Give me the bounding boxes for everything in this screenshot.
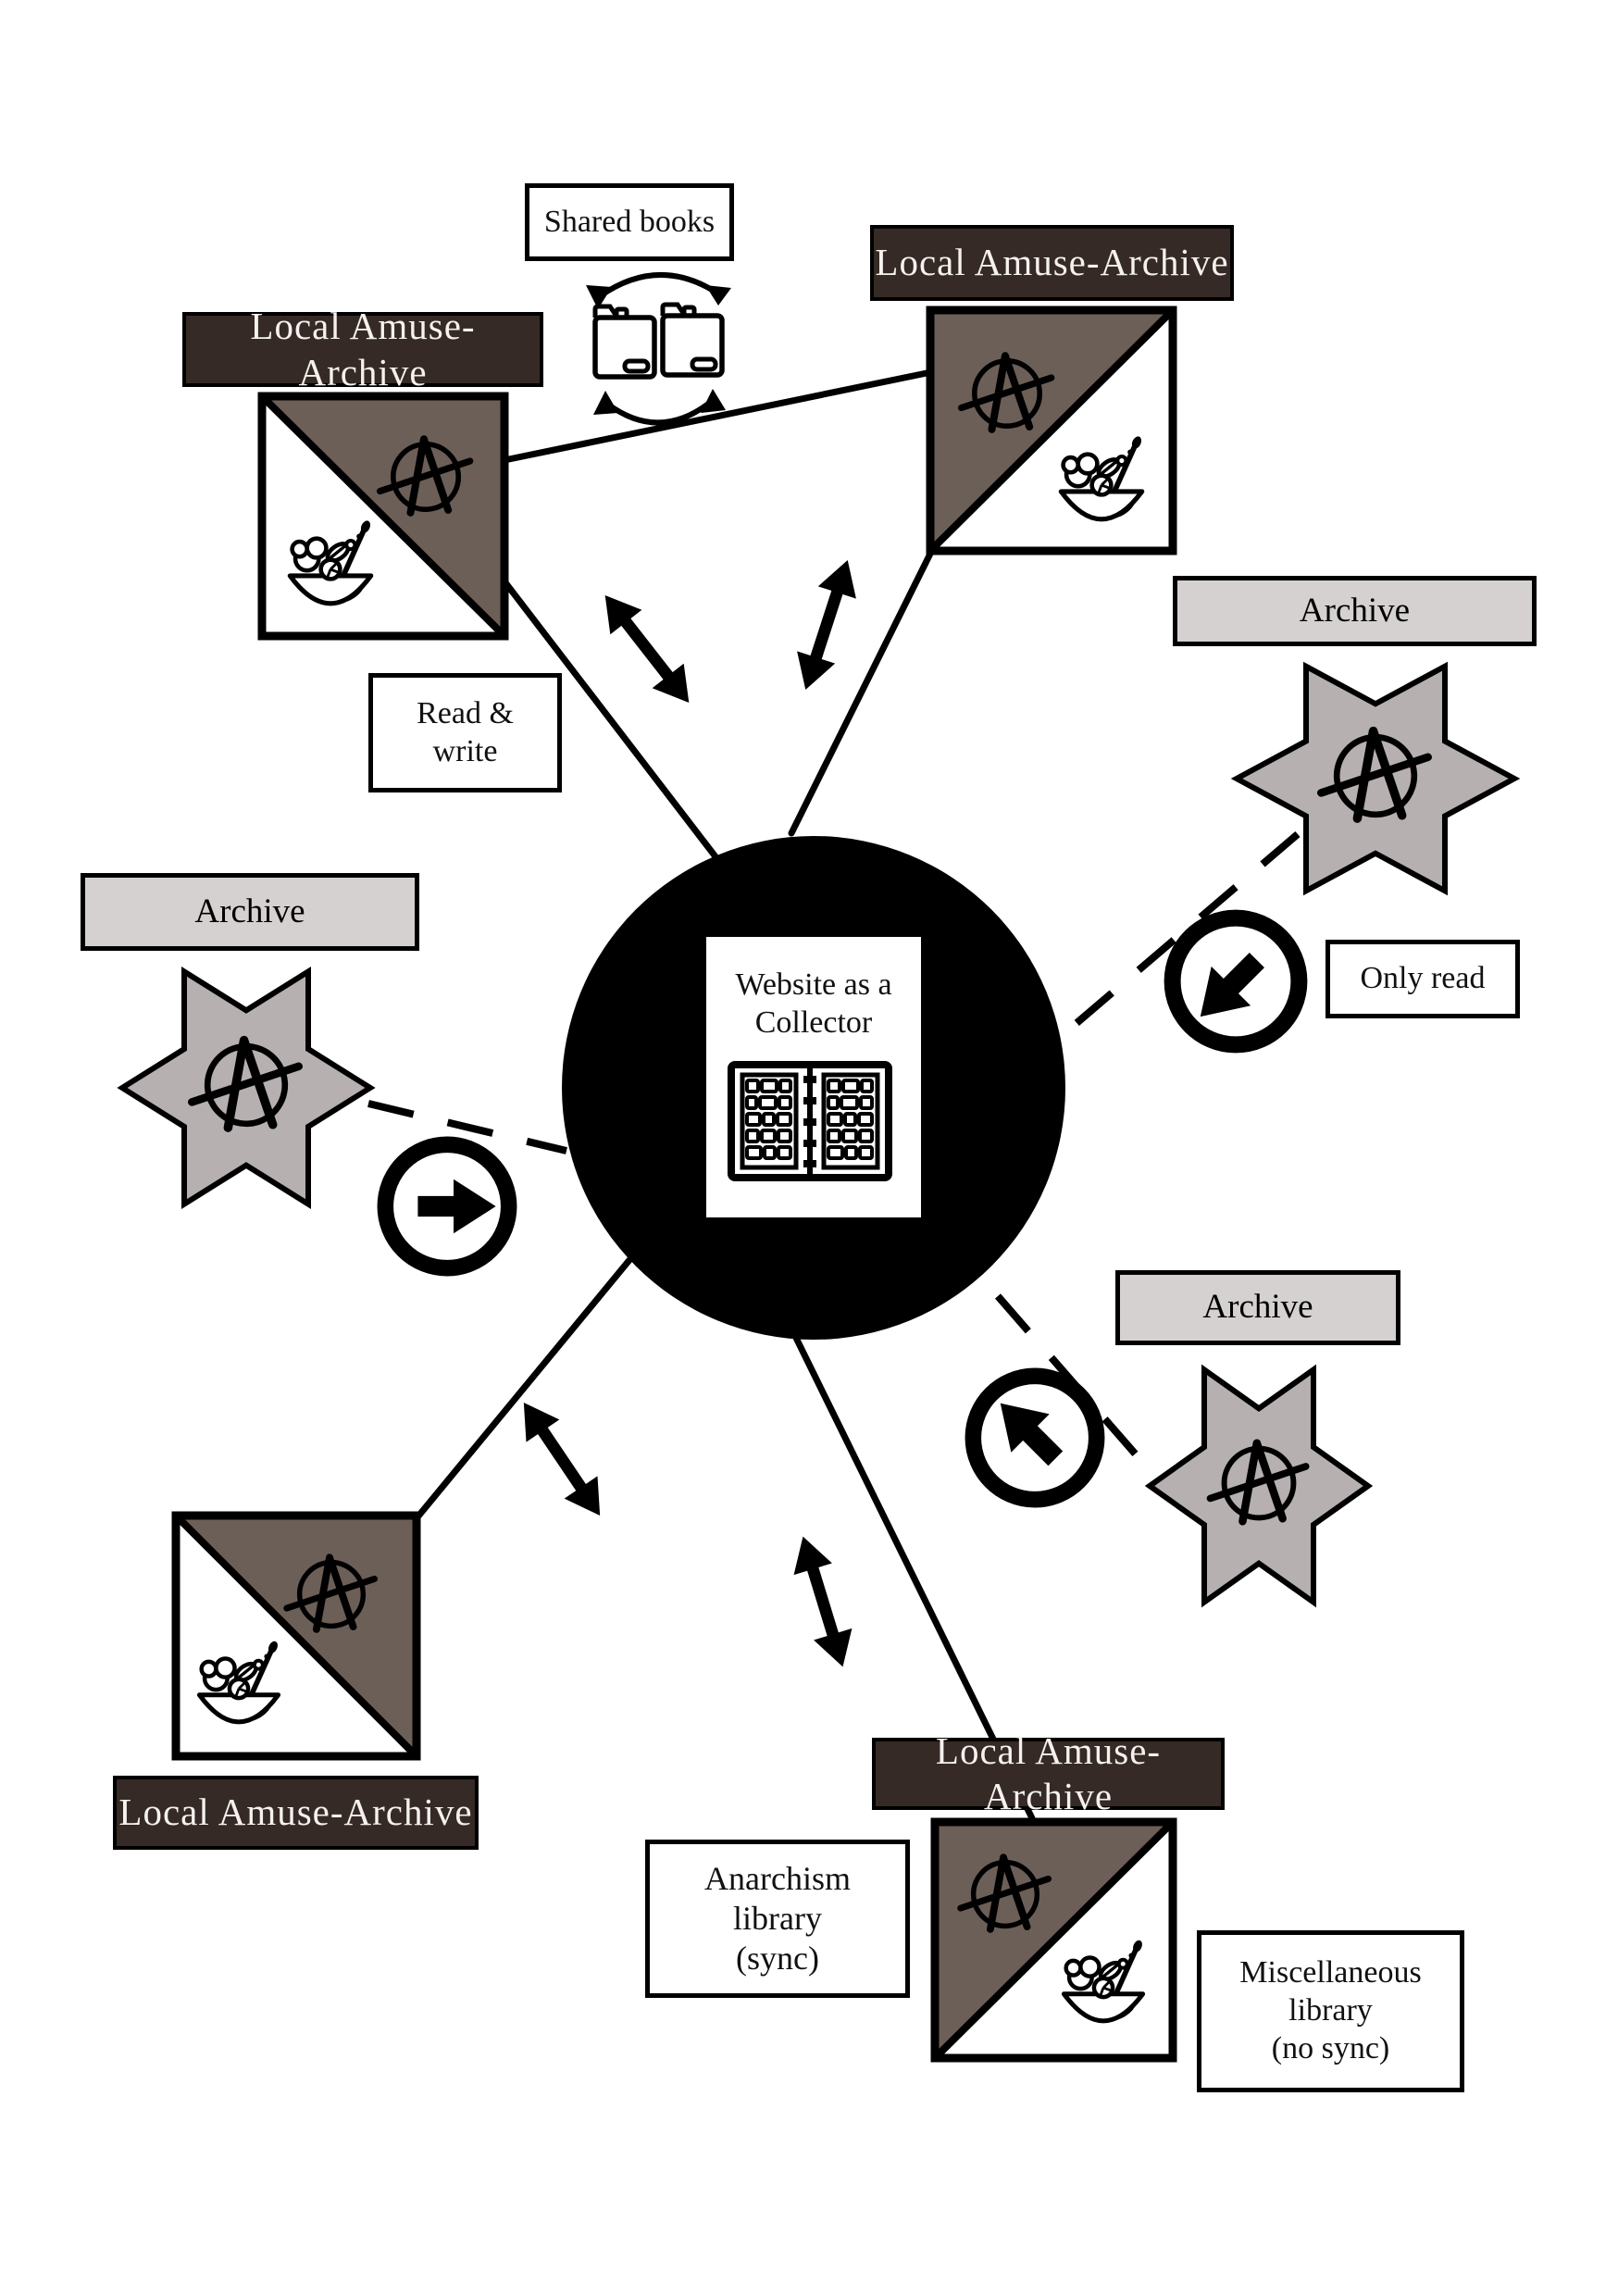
anarchism-library-label: Anarchism library (sync) (645, 1840, 910, 1998)
bottom-left-archive-square (171, 1511, 421, 1761)
line-topright-to-collector (788, 544, 937, 837)
dashed-line-left-archive (367, 1100, 567, 1154)
collector-title: Website as a Collector (706, 954, 921, 1055)
arrow-down-left-circle-icon (1146, 892, 1325, 1070)
double-arrow-icon (787, 554, 867, 695)
node-label-top-left-archive: Local Amuse-Archive (182, 305, 543, 393)
arrow-up-left-circle-icon (948, 1351, 1123, 1526)
shared-books-sync-icon (586, 272, 731, 426)
node-label-text: Archive (1299, 591, 1411, 630)
shared-books-text: Shared books (543, 204, 716, 239)
arrow-right-circle-icon (385, 1144, 508, 1267)
double-arrow-icon (507, 1391, 616, 1527)
node-label-bottom-right-archive: Archive (1115, 1270, 1400, 1345)
collector-node (562, 836, 1065, 1340)
folder-icon (663, 305, 722, 375)
node-label-top-right-archive: Local Amuse-Archive (870, 225, 1234, 301)
connection-lines (367, 368, 1301, 1826)
only-read-label: Only read (1326, 940, 1520, 1018)
read-write-text: Read & write (417, 695, 514, 768)
collector-title-text: Website as a Collector (735, 967, 892, 1040)
node-label-bottom-archive: Local Amuse-Archive (872, 1729, 1225, 1817)
peer-line-topleft-topright (501, 368, 935, 464)
node-label-bottom-left-archive: Local Amuse-Archive (113, 1776, 479, 1850)
top-right-archive-square (926, 306, 1177, 555)
double-arrow-icon (784, 1530, 862, 1672)
node-label-text: Archive (1202, 1288, 1313, 1327)
top-left-archive-square (257, 392, 509, 641)
miscellaneous-library-text: Miscellaneous library (no sync) (1239, 1955, 1422, 2065)
node-label-text: Local Amuse-Archive (118, 1791, 473, 1834)
right-archive-star (1237, 667, 1514, 891)
read-write-label: Read & write (368, 673, 562, 792)
shared-books-label: Shared books (525, 183, 734, 261)
node-label-text: Local Amuse-Archive (935, 1728, 1162, 1817)
anarchism-library-text: Anarchism library (sync) (704, 1859, 851, 1978)
node-label-left-archive: Archive (81, 873, 419, 951)
only-read-text: Only read (1360, 961, 1486, 996)
bottom-right-archive-star (1150, 1369, 1368, 1602)
node-label-text: Local Amuse-Archive (875, 241, 1229, 284)
node-label-text: Local Amuse-Archive (250, 305, 476, 393)
double-arrow-icon (590, 583, 705, 716)
node-label-right-archive: Archive (1173, 576, 1537, 646)
node-label-text: Archive (194, 892, 305, 930)
dashed-line-right-archive (1060, 830, 1301, 1039)
miscellaneous-library-label: Miscellaneous library (no sync) (1197, 1930, 1464, 2092)
bottom-archive-square (930, 1817, 1177, 2063)
open-book-catalog-icon (728, 1061, 892, 1181)
line-bottomleft-to-collector (413, 1256, 633, 1522)
folder-icon (595, 306, 654, 377)
left-archive-star (122, 971, 370, 1204)
line-topleft-to-collector (501, 578, 721, 863)
